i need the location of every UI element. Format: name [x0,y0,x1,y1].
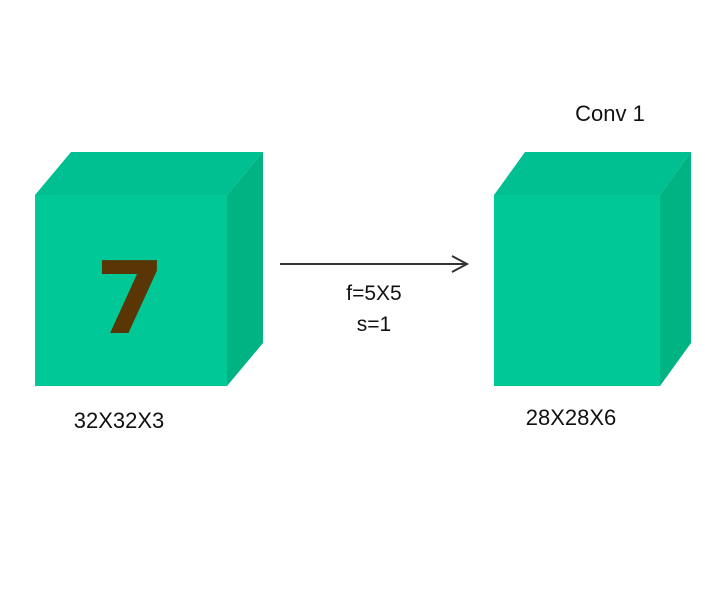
input-cube-top-face [35,152,263,195]
input-digit: 7 [95,240,165,357]
input-cube: 7 [35,152,263,386]
output-cube-front-face [494,195,660,386]
input-cube-front-face [35,195,227,386]
filter-label: f=5X5 [346,282,401,305]
output-cube [494,152,691,386]
arrow-icon [280,255,470,273]
output-cube-top-face [494,152,691,195]
output-dims-label: 28X28X6 [526,405,617,430]
arrow-head [451,255,470,273]
output-cube-side-face [660,152,691,386]
stride-label: s=1 [357,313,391,336]
input-cube-side-face [227,152,263,386]
input-dims-label: 32X32X3 [74,408,165,433]
layer-title: Conv 1 [575,101,645,126]
